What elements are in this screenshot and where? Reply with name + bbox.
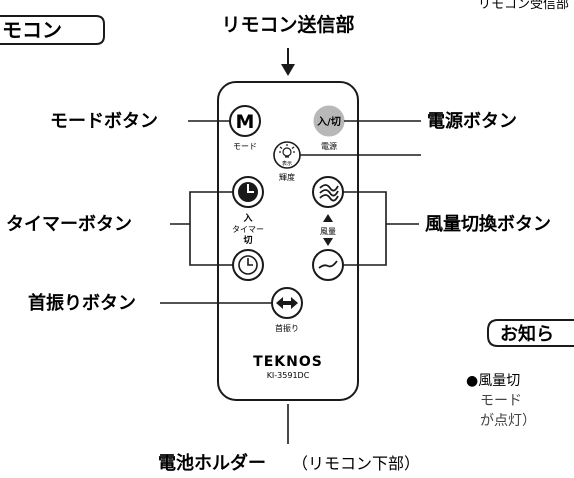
notice-line-3: が点灯）: [480, 413, 536, 429]
notice-title: お知ら: [500, 323, 554, 345]
fan-down-arrow-icon: [323, 238, 333, 246]
fan-label: 風量: [320, 227, 336, 236]
timer-on-label: 入: [242, 213, 252, 224]
battery-callout-note: （リモコン下部）: [292, 454, 420, 473]
notice-box: お知ら: [487, 319, 574, 347]
timer-on-button[interactable]: [232, 176, 264, 208]
left-right-arrow-icon: [276, 297, 298, 309]
brightness-button[interactable]: 表示: [273, 141, 301, 169]
fan-up-button[interactable]: [312, 176, 344, 208]
timer-callout-text: タイマーボタン: [6, 214, 132, 235]
fan-bracket: [343, 191, 419, 266]
lightbulb-icon: [279, 144, 295, 158]
fan-down-button[interactable]: [312, 249, 344, 281]
clock-outline-icon: [238, 255, 258, 275]
timer-label: タイマー: [232, 225, 264, 234]
model-number: KI-3591DC: [267, 371, 310, 380]
timer-bracket: [170, 191, 233, 266]
transmitter-label: リモコン送信部: [221, 13, 354, 36]
corner-tag: モコン: [0, 15, 105, 45]
transmitter-arrow: [281, 48, 295, 76]
receiver-fragment-text: リモコン受信部: [478, 0, 569, 12]
oscillation-label: 首振り: [275, 323, 299, 333]
display-small-label: 表示: [282, 160, 292, 167]
power-callout-text: 電源ボタン: [427, 110, 517, 132]
power-label: 電源: [321, 142, 337, 151]
breeze-icon: [318, 260, 338, 269]
power-button[interactable]: 入/切: [313, 105, 345, 137]
corner-tag-text: モコン: [2, 18, 62, 42]
oscillation-callout-text: 首振りボタン: [28, 292, 136, 314]
power-glyph: 入/切: [317, 116, 341, 128]
notice-line-2: モード: [480, 393, 522, 409]
brightness-label: 輝度: [279, 172, 295, 182]
battery-callout-text: 電池ホルダー: [158, 452, 266, 474]
brand-logo: TEKNOS: [253, 354, 323, 370]
remote-body: [217, 81, 359, 401]
oscillation-button[interactable]: [271, 287, 303, 319]
mode-label: モード: [233, 142, 257, 151]
mode-glyph: M: [236, 111, 255, 133]
fan-up-arrow-icon: [323, 214, 333, 222]
timer-off-button[interactable]: [232, 249, 264, 281]
notice-line-1: ●風量切: [466, 373, 520, 389]
timer-off-label: 切: [243, 235, 252, 246]
clock-filled-icon: [238, 182, 258, 202]
mode-button[interactable]: M: [229, 105, 261, 137]
wind-icon: [319, 184, 339, 202]
fan-callout-text: 風量切換ボタン: [425, 213, 551, 235]
mode-callout-text: モードボタン: [50, 111, 158, 132]
